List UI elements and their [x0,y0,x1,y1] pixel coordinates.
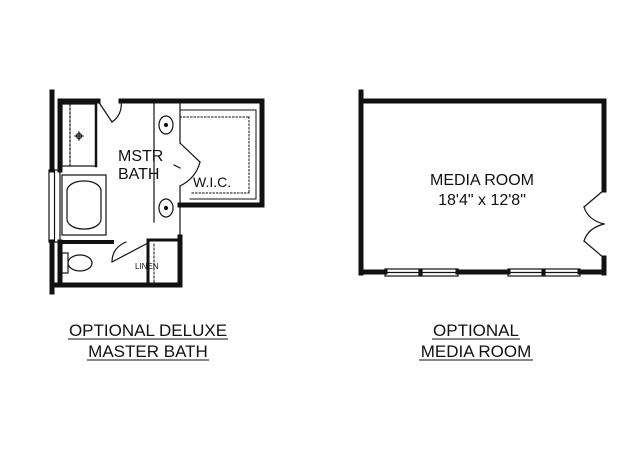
bath-window [48,169,61,243]
vanity [153,103,181,238]
bath-label: BATH [118,166,159,183]
media-room-dimensions: 18'4" x 12'8" [438,192,526,209]
media-room-window-left [384,268,459,277]
closet-door [173,142,201,187]
shower [61,102,98,168]
linen-closet [111,238,182,287]
mstr-label: MSTR [118,148,163,165]
bath-caption-underline [68,338,228,361]
media-room-label: MEDIA ROOM [430,172,534,189]
media-caption-line2: MEDIA ROOM [421,342,532,361]
media-caption-underline [419,338,533,361]
media-room-double-door [583,189,605,259]
bath-caption-line2: MASTER BATH [88,342,208,361]
closet-shelving [179,109,257,200]
bath-entry-door [97,100,122,123]
media-caption-line1: OPTIONAL [433,321,519,340]
toilet [61,252,93,274]
media-room-walls [358,89,607,276]
media-room-plan [358,89,607,277]
bathtub [61,174,107,236]
media-room-window-right [507,268,581,277]
master-bath-plan [48,89,265,295]
bath-caption-line1: OPTIONAL DELUXE [69,321,227,340]
linen-label: LINEN [135,262,159,271]
bath-exterior-walls [49,89,265,295]
wic-label: W.I.C. [193,174,231,190]
